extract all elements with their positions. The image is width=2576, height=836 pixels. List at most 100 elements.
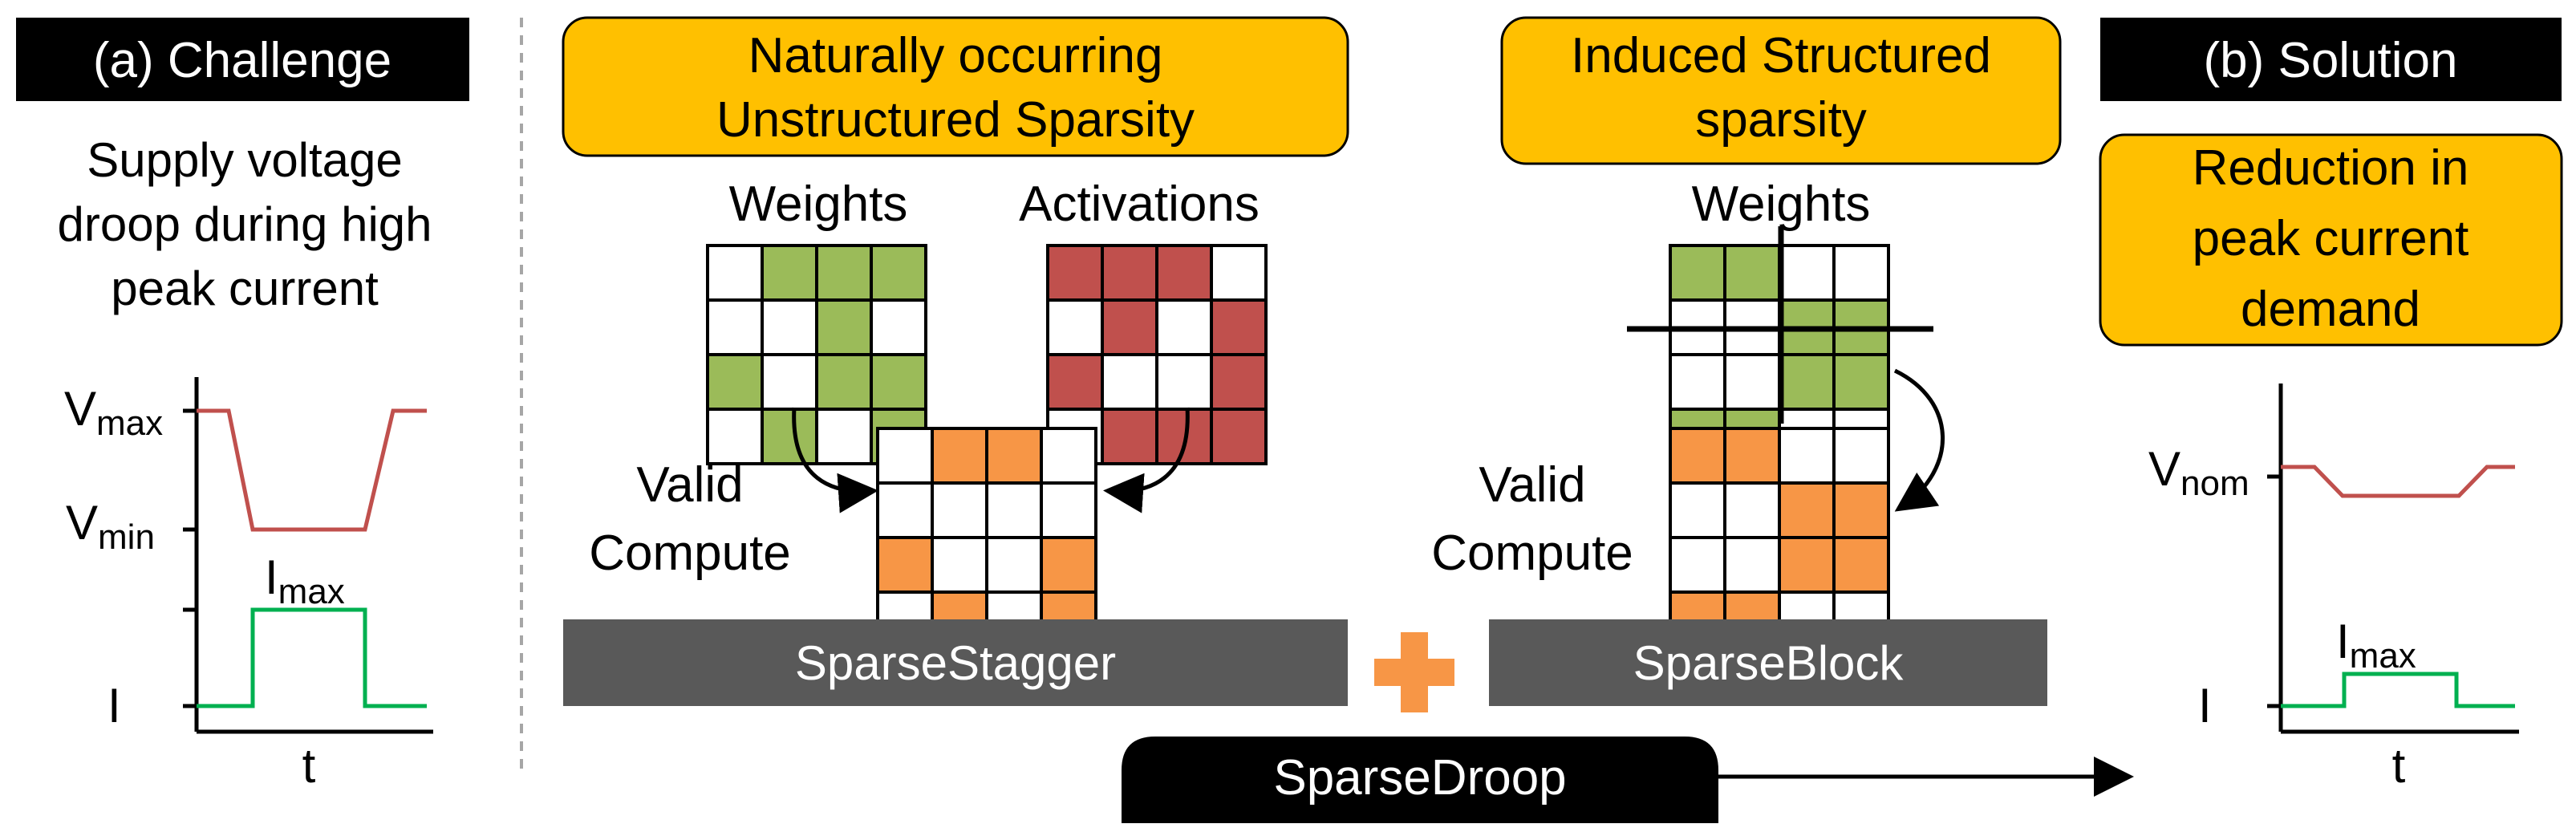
structured-compute-cell-r0-c1 — [1723, 427, 1781, 485]
solution-banner-line-2: peak current — [2193, 211, 2469, 266]
structured-weights-cell-r2-c0 — [1669, 353, 1726, 411]
unstructured-activations-cell-r3-c3 — [1210, 408, 1268, 465]
challenge-label-vmax: Vmax — [64, 382, 163, 443]
unstructured-compute-cell-r0-c0 — [876, 427, 934, 485]
structured-weights-cell-r0-c3 — [1832, 244, 1890, 302]
unstructured-weights-cell-r0-c1 — [761, 244, 818, 302]
unstructured-weights-cell-r2-c2 — [815, 353, 873, 411]
structured-compute-cell-r1-c3 — [1832, 481, 1890, 539]
unstructured-compute-grid — [876, 427, 1097, 648]
unstructured-activations-label: Activations — [1019, 177, 1260, 232]
unstructured-compute-cell-r0-c2 — [985, 427, 1043, 485]
structured-compute-cell-r0-c0 — [1669, 427, 1726, 485]
solution-label-i: I — [2198, 679, 2212, 733]
weights-to-compute-arrow — [792, 407, 878, 513]
challenge-label-vmin-sub: min — [98, 517, 155, 557]
unstructured-compute-cell-r1-c0 — [876, 481, 934, 539]
unstructured-banner-line-1: Naturally occurring — [748, 28, 1163, 83]
unstructured-compute-label: Compute — [589, 526, 791, 581]
unstructured-weights-cell-r3-c0 — [706, 408, 764, 465]
unstructured-activations-cell-r0-c2 — [1155, 244, 1213, 302]
challenge-header: (a) Challenge — [93, 33, 391, 88]
unstructured-compute-cell-r2-c0 — [876, 536, 934, 594]
sparse-stagger-label: SparseStagger — [795, 636, 1116, 690]
solution-banner-box — [2099, 133, 2563, 347]
unstructured-activations-cell-r2-c1 — [1101, 353, 1158, 411]
unstructured-compute-cell-r1-c1 — [931, 481, 988, 539]
solution-voltage-trace — [2281, 465, 2515, 498]
structured-compute-cell-r2-c3 — [1832, 536, 1890, 594]
unstructured-weights-cell-r0-c2 — [815, 244, 873, 302]
structured-compute-cell-r1-c2 — [1778, 481, 1836, 539]
structured-weights-cell-r2-c1 — [1723, 353, 1781, 411]
unstructured-compute-cell-r2-c1 — [931, 536, 988, 594]
unstructured-activations-cell-r1-c3 — [1210, 298, 1268, 356]
unstructured-activations-cell-r2-c0 — [1046, 353, 1104, 411]
unstructured-compute-cell-r1-c2 — [985, 481, 1043, 539]
unstructured-compute-cell-r2-c3 — [1040, 536, 1097, 594]
unstructured-weights-cell-r3-c2 — [815, 408, 873, 465]
unstructured-weights-cell-r0-c3 — [870, 244, 927, 302]
plus-sign — [1374, 632, 1454, 712]
unstructured-activations-cell-r0-c3 — [1210, 244, 1268, 302]
structured-weights-cell-r2-c3 — [1832, 353, 1890, 411]
unstructured-activations-grid — [1046, 244, 1268, 465]
sparse-droop-label: SparseDroop — [1273, 750, 1566, 806]
unstructured-weights-cell-r3-c1 — [761, 408, 818, 465]
unstructured-compute-cell-r2-c2 — [985, 536, 1043, 594]
solution-label-vnom-sub: nom — [2180, 464, 2249, 503]
structured-compute-cell-r0-c3 — [1832, 427, 1890, 485]
challenge-label-t: t — [302, 739, 316, 793]
plus-sign-horizontal — [1374, 659, 1454, 686]
sparse-droop-box — [1122, 737, 1718, 823]
unstructured-compute-cell-r1-c3 — [1040, 481, 1097, 539]
unstructured-banner-line-2: Unstructured Sparsity — [716, 92, 1195, 148]
structured-weights-cell-r0-c0 — [1669, 244, 1726, 302]
unstructured-activations-cell-r1-c1 — [1101, 298, 1158, 356]
unstructured-compute-cell-r0-c1 — [931, 427, 988, 485]
challenge-label-vmax-sub: max — [96, 404, 163, 443]
unstructured-activations-cell-r2-c3 — [1210, 353, 1268, 411]
unstructured-activations-cell-r1-c0 — [1046, 298, 1104, 356]
solution-label-imax: Imax — [2336, 615, 2416, 676]
challenge-description-line-2: droop during high — [57, 197, 432, 251]
structured-banner-box — [1500, 16, 2062, 165]
unstructured-banner-box — [562, 16, 1349, 157]
structured-compute-cell-r1-c1 — [1723, 481, 1781, 539]
challenge-label-vmin: Vmin — [66, 496, 155, 557]
solution-label-vnom: Vnom — [2148, 442, 2249, 503]
structured-compute-cell-r2-c0 — [1669, 536, 1726, 594]
unstructured-activations-cell-r1-c2 — [1155, 298, 1213, 356]
challenge-panel: (a) Challenge Supply voltage droop durin… — [16, 18, 469, 793]
unstructured-weights-cell-r1-c1 — [761, 298, 818, 356]
solution-banner-line-1: Reduction in — [2193, 140, 2469, 196]
unstructured-weights-cell-r2-c0 — [706, 353, 764, 411]
structured-weights-cell-r0-c2 — [1778, 244, 1836, 302]
structured-weights-cell-r2-c2 — [1778, 353, 1836, 411]
solution-current-trace — [2281, 672, 2515, 708]
challenge-label-i: I — [108, 679, 121, 733]
unstructured-activations-cell-r3-c2 — [1155, 408, 1213, 465]
unstructured-weights-cell-r2-c1 — [761, 353, 818, 411]
unstructured-weights-cell-r1-c2 — [815, 298, 873, 356]
unstructured-activations-cell-r3-c1 — [1101, 408, 1158, 465]
structured-compute-grid — [1669, 427, 1890, 648]
unstructured-weights-cell-r1-c0 — [706, 298, 764, 356]
sparse-stagger-bar — [563, 619, 1348, 706]
solution-panel: (b) Solution Reduction in peak current d… — [2099, 18, 2563, 793]
structured-banner-line-1: Induced Structured — [1571, 28, 1991, 83]
solution-header: (b) Solution — [2203, 33, 2457, 88]
unstructured-activations-cell-r0-c0 — [1046, 244, 1104, 302]
unstructured-weights-grid — [706, 244, 927, 465]
unstructured-weights-cell-r1-c3 — [870, 298, 927, 356]
solution-label-t: t — [2392, 739, 2406, 793]
unstructured-activations-cell-r2-c2 — [1155, 353, 1213, 411]
solution-banner-line-3: demand — [2241, 282, 2420, 337]
activations-to-compute-arrow — [1103, 407, 1190, 513]
structured-compute-label: Compute — [1431, 526, 1633, 581]
unstructured-weights-cell-r2-c3 — [870, 353, 927, 411]
solution-header-box — [2100, 18, 2562, 101]
structured-compute-cell-r1-c0 — [1669, 481, 1726, 539]
challenge-current-trace — [197, 607, 427, 708]
